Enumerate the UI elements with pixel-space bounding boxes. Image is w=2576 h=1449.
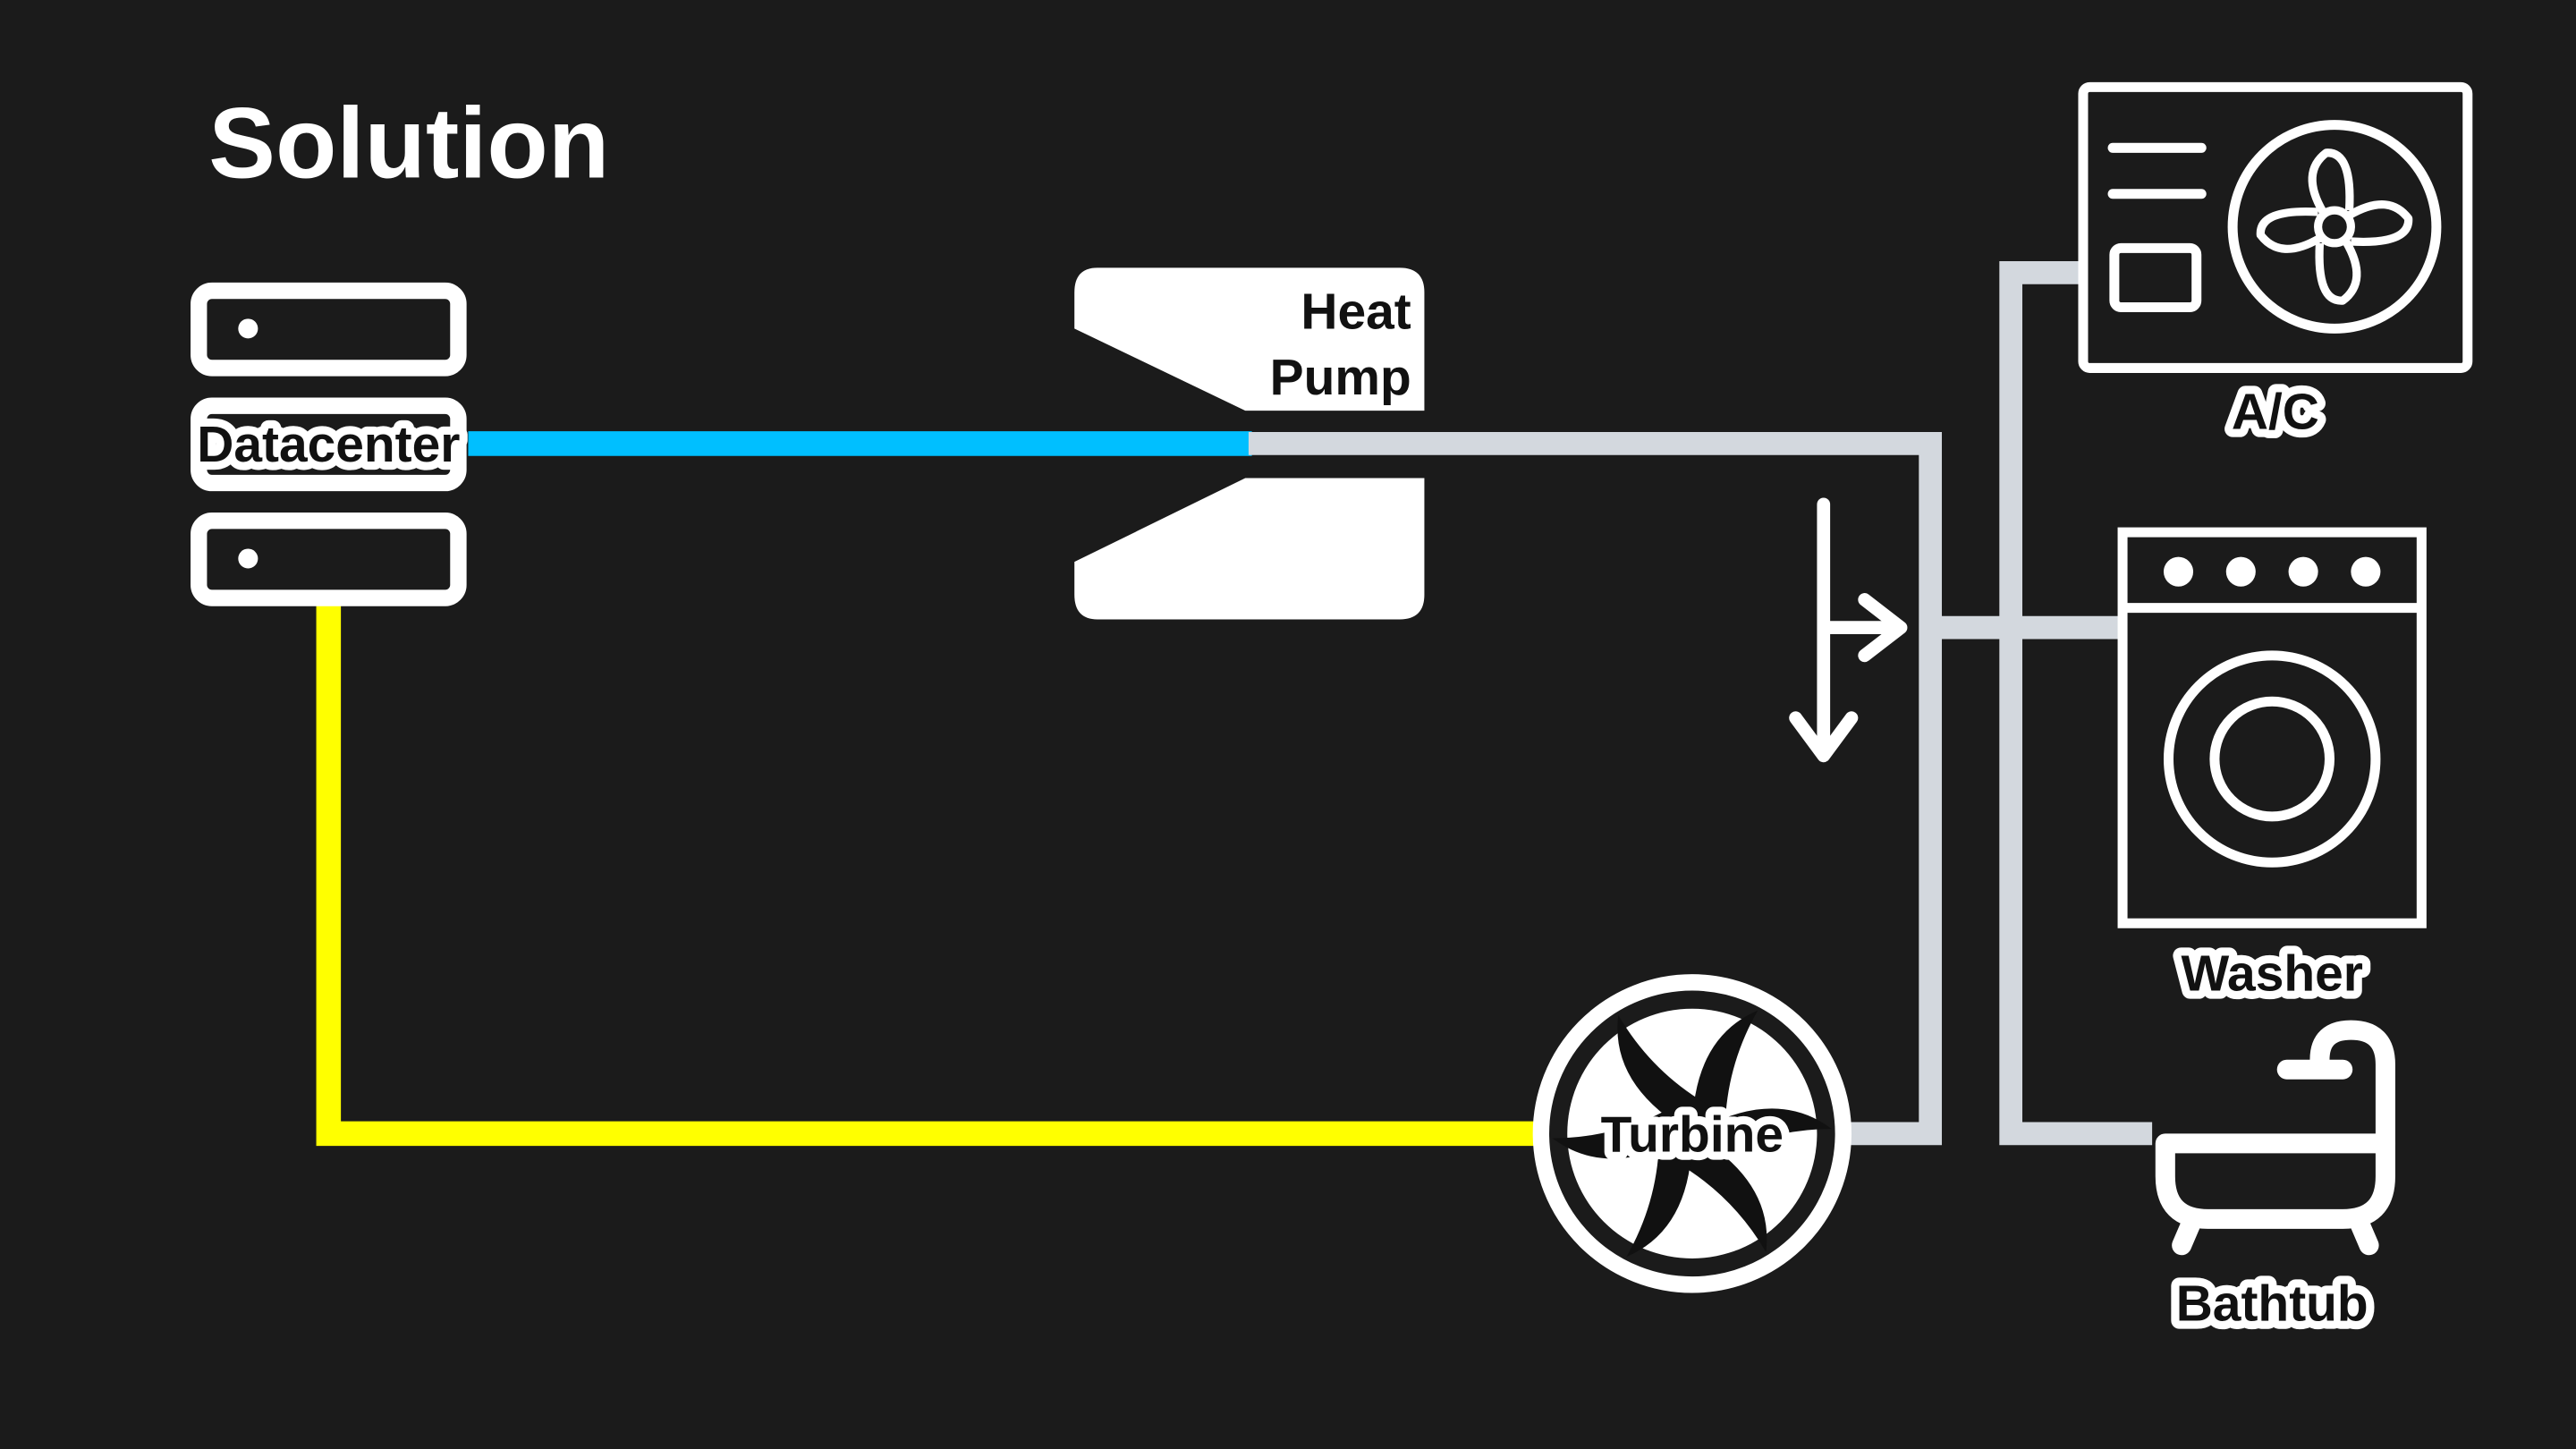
hot-pipe bbox=[316, 594, 1545, 1147]
page-title: Solution bbox=[208, 87, 609, 199]
grey-pipe-distribution bbox=[1999, 261, 2153, 1146]
turbine-label: Turbine bbox=[1601, 1106, 1784, 1164]
washing-machine-icon bbox=[2117, 527, 2427, 928]
heat-pump-label-line1: Heat bbox=[1301, 283, 1411, 340]
datacenter-label: Datacenter bbox=[197, 416, 460, 473]
turbine-fan-icon bbox=[1532, 974, 1852, 1293]
heat-pump-icon bbox=[1074, 267, 1425, 620]
washer-label: Washer bbox=[2181, 945, 2363, 1003]
grey-pipe-heatpump-to-turbine bbox=[1248, 432, 1943, 1146]
bathtub-label: Bathtub bbox=[2176, 1275, 2368, 1333]
bathtub-icon bbox=[2155, 1020, 2395, 1256]
server-rack-icon bbox=[191, 282, 467, 606]
flow-direction-arrows-icon bbox=[1789, 497, 1908, 763]
heat-pump-label-line2: Pump bbox=[1270, 349, 1411, 406]
air-conditioner-icon bbox=[2078, 81, 2473, 373]
pipes bbox=[316, 261, 2153, 1147]
ac-label: A/C bbox=[2232, 383, 2319, 440]
